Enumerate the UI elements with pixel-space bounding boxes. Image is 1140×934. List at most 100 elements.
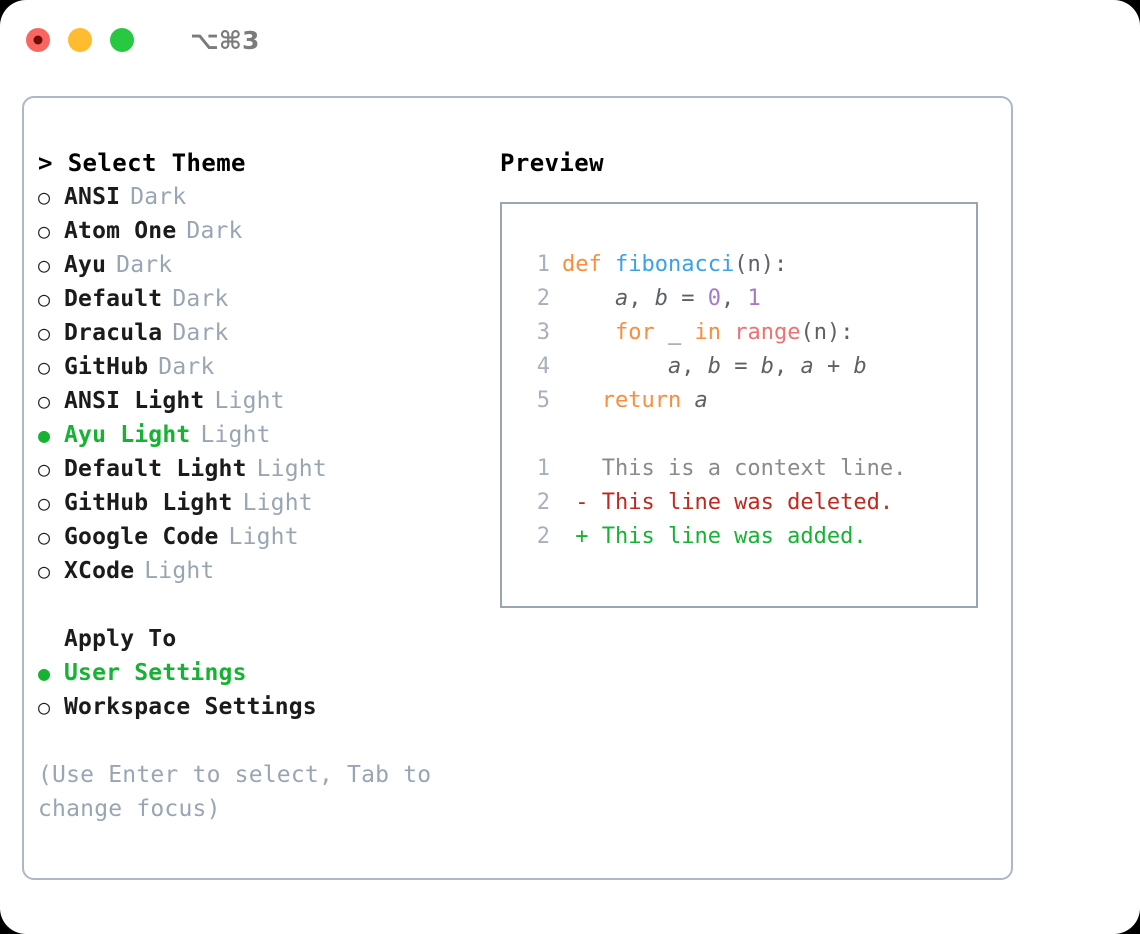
token-var: a [694,388,708,413]
line-number: 3 [536,320,550,345]
token-pl: , [681,354,708,379]
theme-name: Ayu Light [64,422,191,448]
line-number: 1 [536,252,550,277]
token-fn: fibonacci [614,252,735,277]
radio-selected-icon[interactable]: ● [38,661,51,685]
window-controls [26,28,134,52]
token-pl [562,354,668,379]
radio-unselected-icon[interactable]: ○ [38,695,51,719]
radio-unselected-icon[interactable]: ○ [38,525,51,549]
line-number: 2 [536,286,550,311]
token-kw: for [614,320,655,345]
maximize-button[interactable] [110,28,134,52]
diff-sample: 1 This is a context line. 2 - This line w… [520,452,976,554]
code-text: a, b = 0, 1 [562,282,761,316]
theme-variant-badge: Light [214,388,285,414]
apply-to-name: User Settings [64,660,247,686]
theme-option-ayu[interactable]: ○ Ayu Dark [38,248,493,282]
theme-variant-badge: Dark [172,320,229,346]
diff-line: 2 + This line was added. [520,520,976,554]
radio-unselected-icon[interactable]: ○ [38,253,51,277]
code-text: return a [562,384,708,418]
token-pl [562,388,602,413]
radio-unselected-icon[interactable]: ○ [38,287,51,311]
apply-to-option-workspace-settings[interactable]: ○ Workspace Settings [38,690,493,724]
radio-unselected-icon[interactable]: ○ [38,491,51,515]
code-text: - This line was deleted. [562,486,893,520]
theme-name: Dracula [64,320,163,346]
page-title: > Select Theme [38,149,246,177]
token-pl: = [720,354,761,379]
theme-option-ansi[interactable]: ○ ANSI Dark [38,180,493,214]
apply-to-option-user-settings[interactable]: ● User Settings [38,656,493,690]
token-var: b [654,286,668,311]
theme-option-dracula[interactable]: ○ Dracula Dark [38,316,493,350]
code-line: 2 a, b = 0, 1 [520,282,976,316]
token-pl [562,286,615,311]
code-line: 5 return a [520,384,976,418]
token-var: b [853,354,867,379]
theme-variant-badge: Light [200,422,271,448]
radio-unselected-icon[interactable]: ○ [38,355,51,379]
radio-unselected-icon[interactable]: ○ [38,559,51,583]
code-line: 4 a, b = b, a + b [520,350,976,384]
theme-name: ANSI [64,184,121,210]
token-var: b [707,354,721,379]
theme-option-ayu-light[interactable]: ● Ayu Light Light [38,418,493,452]
token-pl: _ [654,320,695,345]
token-pl: , [628,286,655,311]
token-num: 0 [707,286,721,311]
theme-variant-badge: Light [256,456,327,482]
radio-selected-icon[interactable]: ● [38,423,51,447]
radio-unselected-icon[interactable]: ○ [38,219,51,243]
keyboard-shortcut-label: ⌥⌘3 [190,25,260,55]
code-text: def fibonacci(n): [562,248,787,282]
token-pl: (n): [734,252,788,277]
token-pl: , [773,354,801,379]
token-pl: (n): [800,320,854,345]
radio-unselected-icon[interactable]: ○ [38,185,51,209]
token-pl [681,388,694,413]
apply-to-list[interactable]: ● User Settings ○ Workspace Settings [38,656,493,724]
code-line: 3 for _ in range(n): [520,316,976,350]
token-ctx: This is a context line. [562,456,907,481]
keyboard-hint: (Use Enter to select, Tab to change focu… [38,762,432,822]
radio-unselected-icon[interactable]: ○ [38,457,51,481]
code-text: This is a context line. [562,452,907,486]
close-button[interactable] [26,28,50,52]
token-bi: range [734,320,801,345]
token-var: a [800,354,814,379]
theme-name: Default [64,286,163,312]
line-number: 1 [536,456,550,481]
theme-variant-badge: Dark [158,354,215,380]
line-number: 2 [536,490,550,515]
preview-title: Preview [500,149,604,177]
code-text: a, b = b, a + b [562,350,867,384]
radio-unselected-icon[interactable]: ○ [38,389,51,413]
minimize-button[interactable] [68,28,92,52]
radio-unselected-icon[interactable]: ○ [38,321,51,345]
code-line: 1 def fibonacci(n): [520,248,976,282]
theme-variant-badge: Dark [116,252,173,278]
theme-name: Ayu [64,252,107,278]
token-var: a [614,286,629,311]
apply-to-name: Workspace Settings [64,694,317,720]
token-kw: return [601,388,682,413]
theme-variant-badge: Dark [130,184,187,210]
token-pl: , [720,286,748,311]
token-var: b [760,354,774,379]
